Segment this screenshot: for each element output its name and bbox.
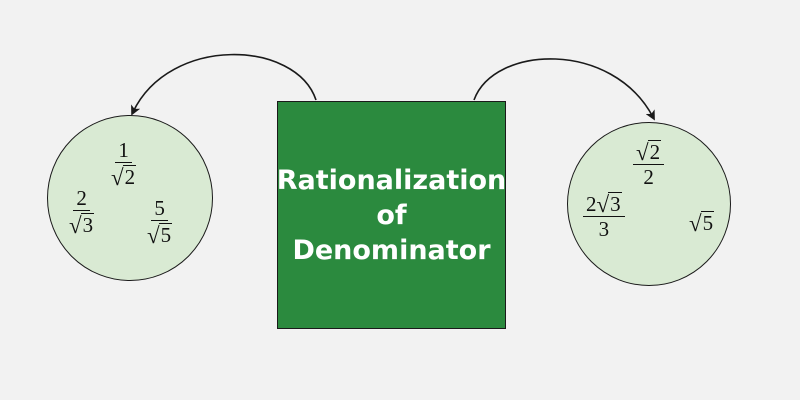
- root-two: √ 2: [636, 140, 662, 166]
- title-line-1: Rationalization: [276, 164, 507, 196]
- numerator: 2: [73, 188, 90, 211]
- denominator: 2: [643, 165, 654, 190]
- numerator: 1: [115, 140, 132, 163]
- root-two: √ 2: [111, 165, 137, 191]
- radical-sign-icon: √: [147, 223, 160, 249]
- denominator: 3: [598, 217, 610, 242]
- root-three: √ 3: [69, 213, 95, 239]
- expr-root-two-over-two: √ 2 2: [633, 140, 665, 190]
- left-circle-irrational-denominators: [47, 115, 213, 281]
- radical-sign-icon: √: [689, 211, 702, 237]
- expr-root-five: √ 5: [689, 211, 715, 237]
- center-title-box: Rationalization of Denominator: [277, 101, 506, 329]
- expr-five-over-root-five: 5 √ 5: [144, 198, 175, 249]
- root-five: √ 5: [689, 211, 715, 237]
- title-line-2: of: [376, 199, 407, 231]
- root-five: √ 5: [147, 223, 173, 249]
- radical-sign-icon: √: [636, 140, 649, 166]
- expr-one-over-root-two: 1 √ 2: [108, 140, 139, 191]
- right-curved-arrow: [473, 58, 655, 121]
- root-three: √ 3: [596, 192, 622, 218]
- coefficient: 2: [586, 192, 597, 217]
- title-line-3: Denominator: [292, 234, 491, 266]
- right-circle-rationalized-forms: [567, 122, 731, 286]
- radical-sign-icon: √: [596, 192, 610, 218]
- expr-two-over-root-three: 2 √ 3: [66, 188, 97, 239]
- expr-two-root-three-over-three: 2 √ 3 3: [583, 192, 625, 240]
- left-curved-arrow: [131, 53, 317, 116]
- numerator: 5: [151, 198, 168, 221]
- radical-sign-icon: √: [69, 213, 82, 239]
- radical-sign-icon: √: [111, 165, 124, 191]
